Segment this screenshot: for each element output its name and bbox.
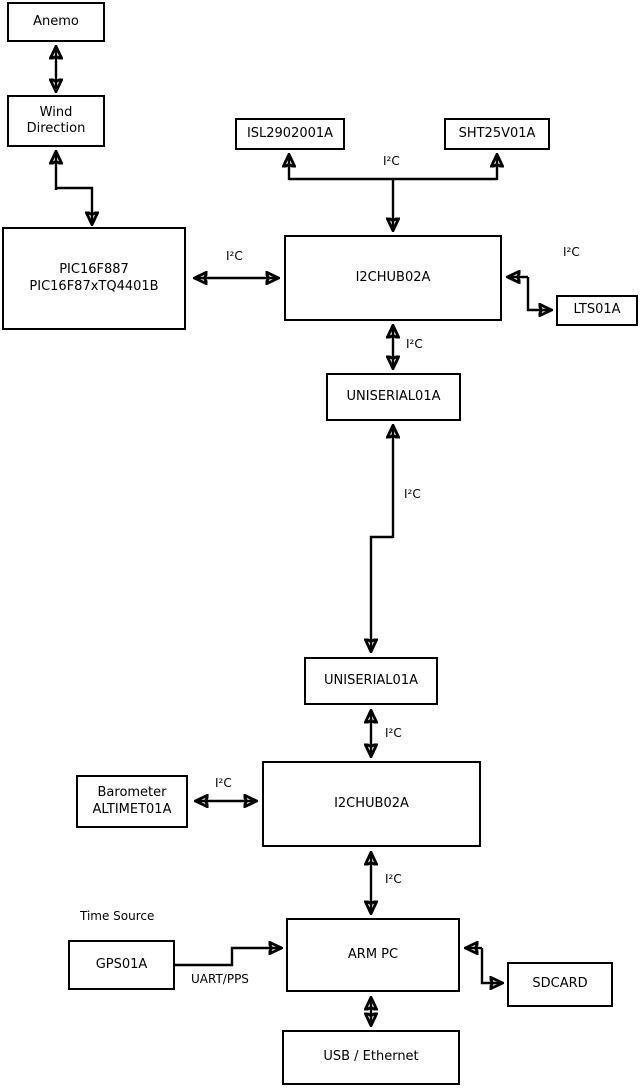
edge-label-i2c-barometer-hub2: I²C [215,776,232,790]
node-lts01a[interactable]: LTS01A [556,295,638,326]
node-gps01a-label: GPS01A [95,956,148,972]
node-wind-direction-label: Wind Direction [26,104,86,136]
node-i2chub02a-bottom[interactable]: I2CHUB02A [262,761,481,847]
edge-label-i2c-sensors-hub: I²C [383,154,400,168]
node-usb-ethernet-label: USB / Ethernet [323,1049,419,1065]
node-pic-mcu[interactable]: PIC16F887 PIC16F87xTQ4401B [2,227,186,330]
node-gps01a[interactable]: GPS01A [68,940,175,990]
node-lts01a-label: LTS01A [573,302,621,318]
node-uniserial01a-bottom[interactable]: UNISERIAL01A [304,657,438,705]
label-time-source: Time Source [80,909,155,923]
edge-label-i2c-uniserial-link: I²C [404,487,421,501]
node-anemo[interactable]: Anemo [7,2,105,42]
node-anemo-label: Anemo [33,13,79,29]
edge-label-uart-pps: UART/PPS [191,972,249,986]
node-pic-mcu-label: PIC16F887 PIC16F87xTQ4401B [29,262,159,294]
node-barometer-altimet01a-label: Barometer ALTIMET01A [92,785,172,817]
edge-label-i2c-hub2-armpc: I²C [385,872,402,886]
node-isl2902001a[interactable]: ISL2902001A [235,118,345,150]
node-i2chub02a-top[interactable]: I2CHUB02A [284,235,502,321]
node-i2chub02a-bottom-label: I2CHUB02A [334,795,409,811]
edge-label-i2c-hub-uniserial: I²C [406,337,423,351]
edge-label-i2c-uniserial-hub2: I²C [385,726,402,740]
wire-gps-armpc [175,948,281,967]
node-uniserial01a-top[interactable]: UNISERIAL01A [326,373,461,421]
wire-hubtop-lts-out [526,277,551,310]
node-arm-pc[interactable]: ARM PC [286,918,460,992]
node-uniserial01a-bottom-label: UNISERIAL01A [324,672,418,688]
wire-uniserial-link-step [371,535,393,651]
node-sht25v01a[interactable]: SHT25V01A [444,118,550,150]
edge-label-i2c-hub-lts: I²C [563,245,580,259]
node-sdcard[interactable]: SDCARD [507,962,613,1007]
wire-wind-pic-elbow [56,186,92,224]
node-barometer-altimet01a[interactable]: Barometer ALTIMET01A [76,775,188,828]
node-wind-direction[interactable]: Wind Direction [7,95,105,147]
node-arm-pc-label: ARM PC [347,946,399,962]
node-sdcard-label: SDCARD [532,976,588,992]
node-uniserial01a-top-label: UNISERIAL01A [346,388,441,404]
node-sht25v01a-label: SHT25V01A [458,125,536,141]
node-i2chub02a-top-label: I2CHUB02A [355,269,431,285]
node-isl2902001a-label: ISL2902001A [246,125,334,141]
node-usb-ethernet[interactable]: USB / Ethernet [282,1030,460,1085]
edge-label-i2c-pic-hub: I²C [226,249,243,263]
wire-armpc-sdcard-out [480,948,502,983]
